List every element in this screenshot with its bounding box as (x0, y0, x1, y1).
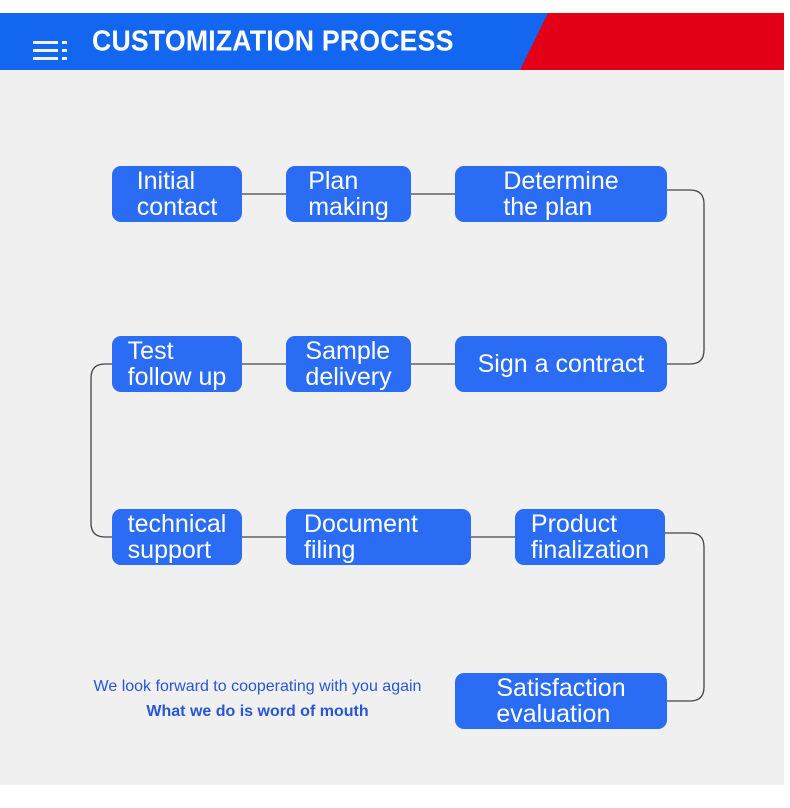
footer-message: We look forward to cooperating with you … (60, 675, 455, 725)
connector-product-to-satisfaction (665, 532, 705, 702)
flow-node-satisfaction-evaluation[interactable]: Satisfaction evaluation (455, 673, 667, 729)
flow-node-label: Sign a contract (477, 350, 645, 378)
menu-line-3 (33, 57, 58, 60)
flow-node-product-finalization[interactable]: Product finalization (515, 509, 665, 565)
flow-node-label: Initial contact (136, 167, 218, 221)
flow-node-sample-delivery[interactable]: Sample delivery (286, 336, 411, 392)
flow-node-label: technical support (127, 510, 227, 564)
footer-message-line-1: We look forward to cooperating with you … (93, 678, 422, 695)
flow-node-test-follow-up[interactable]: Test follow up (112, 336, 242, 392)
flow-node-label: Satisfaction evaluation (496, 674, 626, 728)
menu-line-2 (33, 49, 58, 52)
flow-node-technical-support[interactable]: technical support (112, 509, 242, 565)
flowchart: Initial contact Plan making Determine th… (0, 13, 784, 785)
page-title-text: CUSTOMIZATION PROCESS (92, 25, 454, 57)
menu-dot-3 (62, 57, 67, 60)
footer-message-line-2: What we do is word of mouth (146, 702, 369, 720)
menu-dot-2 (62, 49, 67, 52)
flow-node-initial-contact[interactable]: Initial contact (112, 166, 242, 222)
flow-connectors (90, 189, 705, 702)
flow-node-label: Product finalization (530, 510, 650, 564)
hamburger-menu-icon[interactable] (33, 41, 67, 63)
flow-node-label: Sample delivery (305, 337, 392, 391)
page-title: CUSTOMIZATION PROCESS (92, 25, 485, 58)
flow-node-document-filing[interactable]: Document filing (286, 509, 471, 565)
flow-node-label: Plan making (308, 167, 389, 221)
header-blue-band (0, 13, 570, 70)
header-red-band (520, 13, 784, 70)
header-bar: CUSTOMIZATION PROCESS (0, 13, 784, 70)
menu-line-1 (33, 41, 58, 44)
flow-node-label: Determine the plan (503, 167, 619, 221)
flow-node-sign-a-contract[interactable]: Sign a contract (455, 336, 667, 392)
connector-determine-to-sign (667, 189, 705, 365)
flow-node-plan-making[interactable]: Plan making (286, 166, 411, 222)
canvas-background (0, 13, 784, 785)
flow-node-label: Test follow up (127, 337, 227, 391)
connector-test-to-technical (90, 363, 112, 538)
menu-dot-1 (62, 41, 67, 44)
flow-node-determine-the-plan[interactable]: Determine the plan (455, 166, 667, 222)
flow-node-label: Document filing (304, 510, 418, 564)
